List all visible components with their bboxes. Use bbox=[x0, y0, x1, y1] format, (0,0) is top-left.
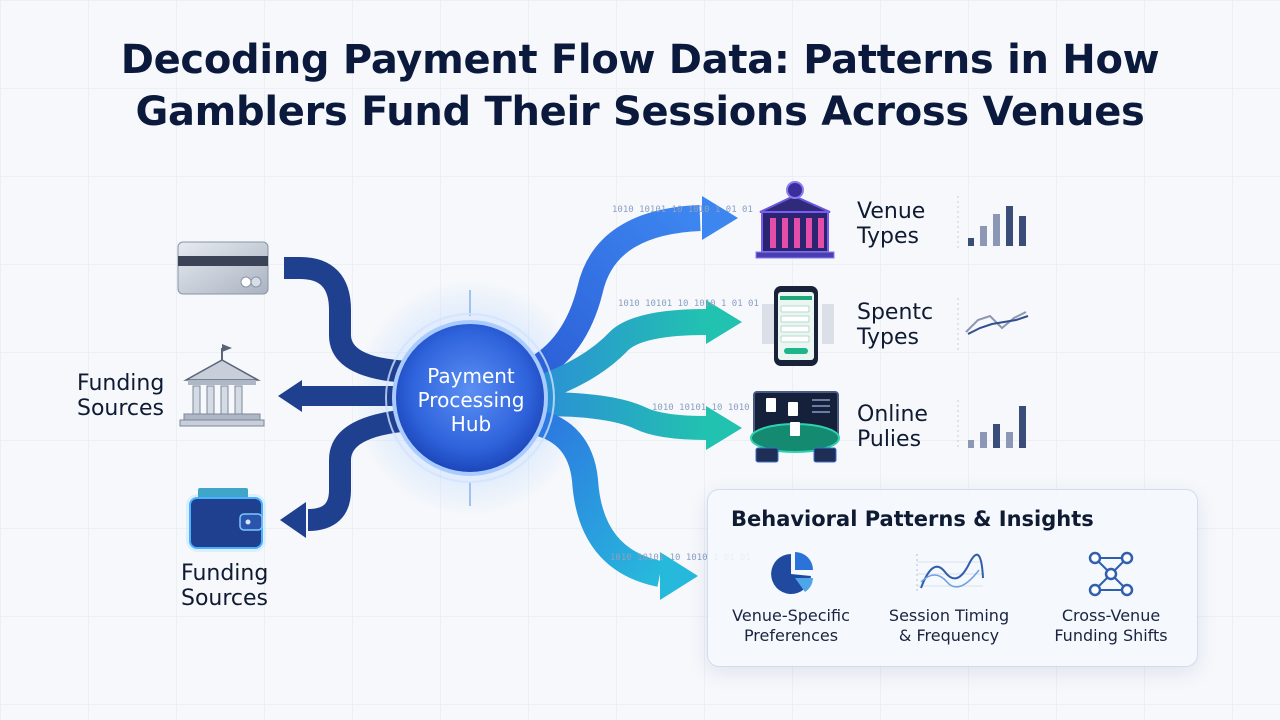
arrow-to-venue-types bbox=[702, 196, 738, 240]
venue-types-bar-chart bbox=[957, 196, 1026, 248]
wallet-icon bbox=[186, 488, 266, 552]
credit-card-icon bbox=[177, 241, 269, 295]
insights-panel: Behavioral Patterns & Insights Venue-Spe… bbox=[707, 489, 1198, 667]
poker-table-icon bbox=[750, 391, 840, 463]
online-pulies-label-line-2: Pulies bbox=[857, 427, 922, 452]
pie-chart-icon bbox=[771, 552, 813, 594]
mobile-app-icon bbox=[762, 286, 834, 366]
arrow-to-online bbox=[706, 406, 742, 450]
hub-label-line-2: Processing bbox=[417, 388, 525, 412]
wave-chart-icon bbox=[916, 553, 984, 594]
insight-venue-preferences: Venue-Specific Preferences bbox=[716, 548, 866, 646]
funding-sources-label-line-2: Sources bbox=[181, 586, 269, 611]
arrow-to-spentc-types bbox=[706, 300, 742, 344]
hub-ring bbox=[385, 313, 555, 483]
venue-types-label-line-1: Venue bbox=[857, 199, 926, 224]
flow-to-insights bbox=[531, 409, 664, 587]
network-icon bbox=[1088, 551, 1134, 597]
hub-label-line-3: Hub bbox=[450, 412, 492, 436]
insight-venue-line-2: Preferences bbox=[743, 626, 839, 645]
title-line-2: Gamblers Fund Their Sessions Across Venu… bbox=[135, 89, 1145, 135]
spentc-types-line-chart bbox=[957, 298, 1029, 350]
insight-cross-line-1: Cross-Venue bbox=[1061, 606, 1161, 625]
flow-from-card bbox=[284, 257, 409, 383]
insight-cross-line-2: Funding Shifts bbox=[1054, 626, 1168, 645]
binary-stream: 1010 10101 10 1010 1 01 01 bbox=[610, 553, 751, 563]
page-title: Decoding Payment Flow Data: Patterns in … bbox=[0, 34, 1280, 138]
casino-building-icon bbox=[755, 181, 835, 259]
insight-venue-line-1: Venue-Specific bbox=[732, 606, 850, 625]
insight-cross-venue: Cross-Venue Funding Shifts bbox=[1036, 548, 1186, 646]
binary-stream: 1010 10101 10 1010 1 01 01 bbox=[618, 299, 759, 309]
venue-types-label: Venue Types bbox=[857, 199, 925, 249]
online-pulies-label-line-1: Online bbox=[857, 402, 928, 427]
binary-stream: 1010 10101 10 1010 1 01 01 bbox=[612, 205, 753, 215]
insight-session-line-1: Session Timing bbox=[888, 606, 1010, 625]
insight-session-timing: Session Timing & Frequency bbox=[874, 548, 1024, 646]
funding-sources-label-line-1: Funding bbox=[181, 561, 269, 586]
spentc-types-label: Spentc Types bbox=[857, 300, 933, 350]
funding-sources-label-bottom: Funding Sources bbox=[181, 561, 268, 611]
spentc-types-label-line-2: Types bbox=[857, 325, 919, 350]
funding-sources-label-top: Funding Sources bbox=[77, 371, 164, 421]
funding-sources-label-line-2: Sources bbox=[77, 396, 165, 421]
hub-label-line-1: Payment bbox=[427, 364, 515, 388]
payment-hub bbox=[392, 320, 548, 476]
insights-panel-title: Behavioral Patterns & Insights bbox=[731, 507, 1094, 531]
online-bar-chart bbox=[957, 400, 1026, 450]
venue-types-label-line-2: Types bbox=[857, 224, 919, 249]
arrow-to-bank bbox=[278, 380, 302, 412]
flow-to-wallet bbox=[307, 409, 412, 531]
flow-to-venue-types bbox=[523, 205, 701, 384]
flow-to-spentc-types bbox=[530, 309, 707, 403]
hub-label: Payment Processing Hub bbox=[396, 364, 546, 436]
bank-icon bbox=[179, 344, 265, 427]
binary-stream: 1010 10101 10 1010 1 01 01 bbox=[652, 403, 793, 413]
online-pulies-label: Online Pulies bbox=[857, 402, 928, 452]
spentc-types-label-line-1: Spentc bbox=[857, 300, 934, 325]
title-line-1: Decoding Payment Flow Data: Patterns in … bbox=[120, 37, 1160, 83]
arrow-to-insights bbox=[660, 552, 698, 600]
funding-sources-label-line-1: Funding bbox=[77, 371, 165, 396]
insight-session-line-2: & Frequency bbox=[898, 626, 1000, 645]
flow-to-online bbox=[539, 392, 707, 440]
arrow-to-wallet bbox=[280, 502, 306, 538]
